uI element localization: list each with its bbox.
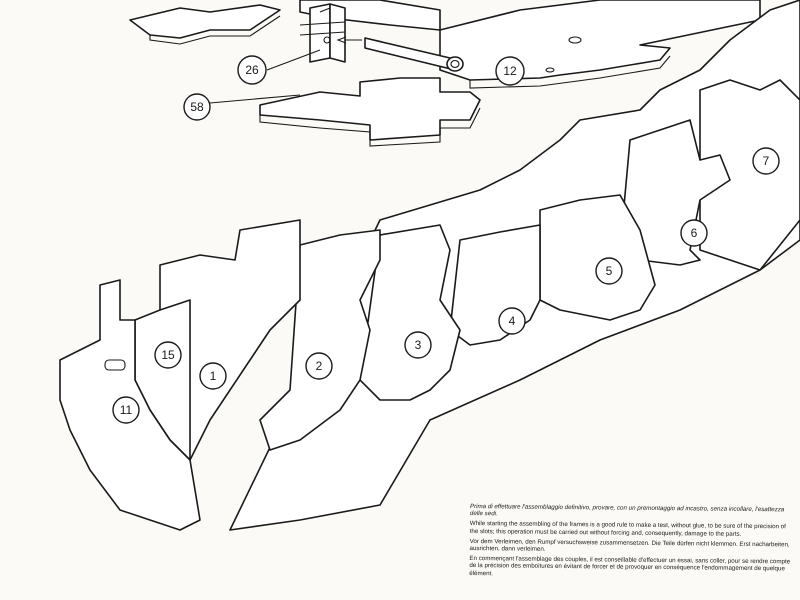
callout-4: 4	[498, 307, 526, 335]
callout-2-label: 2	[316, 359, 323, 373]
callout-58: 58	[183, 93, 211, 121]
callout-58-label: 58	[190, 100, 204, 114]
callout-1-label: 1	[210, 369, 217, 383]
callout-5: 5	[595, 257, 623, 285]
instructions-italian: Prima di effettuare l'assemblaggio defin…	[469, 503, 785, 518]
callout-4-label: 4	[509, 314, 516, 328]
callout-3-label: 3	[415, 338, 422, 352]
callout-6-label: 6	[691, 226, 698, 240]
instructions-french: En commençant l'assemblage des couples, …	[469, 555, 791, 577]
callout-2: 2	[305, 352, 333, 380]
keel-strip-part-12	[439, 0, 761, 89]
callout-7-label: 7	[763, 154, 770, 168]
assembly-instructions: Prima di effettuare l'assemblaggio defin…	[469, 503, 792, 583]
callout-11-label: 11	[120, 403, 133, 417]
callout-15-label: 15	[161, 348, 175, 362]
callout-11: 11	[112, 396, 140, 424]
frame-11-slot	[104, 359, 126, 371]
callout-26-label: 26	[245, 63, 259, 77]
callout-3: 3	[404, 331, 432, 359]
frame-part-3	[359, 224, 461, 401]
callout-12: 12	[495, 56, 525, 86]
callout-leaders	[209, 49, 321, 104]
top-bracket-pieces	[129, 0, 441, 45]
callout-1: 1	[199, 362, 227, 390]
callout-7: 7	[752, 147, 780, 175]
callout-12-label: 12	[503, 64, 517, 78]
cross-deck-piece	[259, 77, 481, 147]
frame-part-7	[699, 79, 800, 271]
frame-part-5	[539, 194, 656, 321]
callout-26: 26	[237, 55, 267, 85]
instructions-german: Vor dem Verleimen, den Rumpf versuchswei…	[469, 537, 790, 553]
callout-5-label: 5	[606, 264, 613, 278]
callout-15: 15	[154, 341, 182, 369]
callout-6: 6	[680, 219, 708, 247]
instructions-english: While starting the assembling of the fra…	[469, 520, 786, 538]
frame-part-2	[259, 229, 381, 451]
pin-with-arrow	[336, 36, 464, 72]
block-part-26	[299, 3, 346, 63]
